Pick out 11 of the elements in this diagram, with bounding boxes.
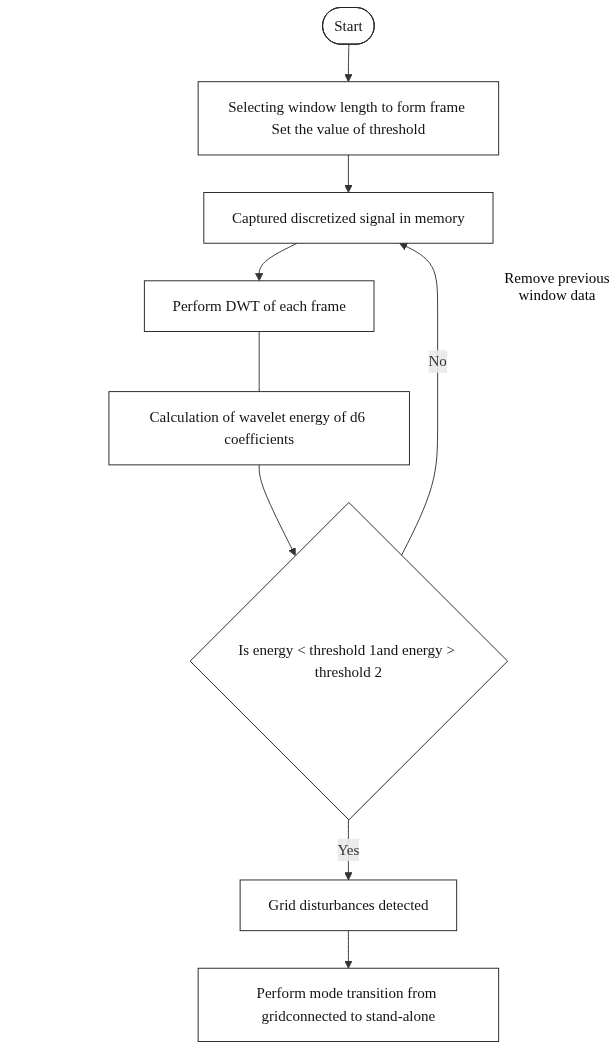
node-box: Captured discretized signal in memory <box>203 192 494 244</box>
connector <box>258 331 260 393</box>
edge-label: Yes <box>337 841 360 858</box>
node-box: Perform DWT of each frame <box>143 280 375 332</box>
node-box: Perform mode transition from gridconnected to stand-alone <box>197 967 499 1042</box>
node-box: Calculation of wavelet energy of d6 coefficients <box>108 391 410 466</box>
note-text: Remove previous window data <box>503 270 611 304</box>
node-box: Selecting window length to form frame Set the value of threshold <box>197 81 499 156</box>
node-diamond: Is energy < threshold 1and energy > threshold 2 <box>189 501 508 821</box>
node-box: Grid disturbances detected <box>239 879 457 932</box>
edge-label: No <box>428 353 447 370</box>
